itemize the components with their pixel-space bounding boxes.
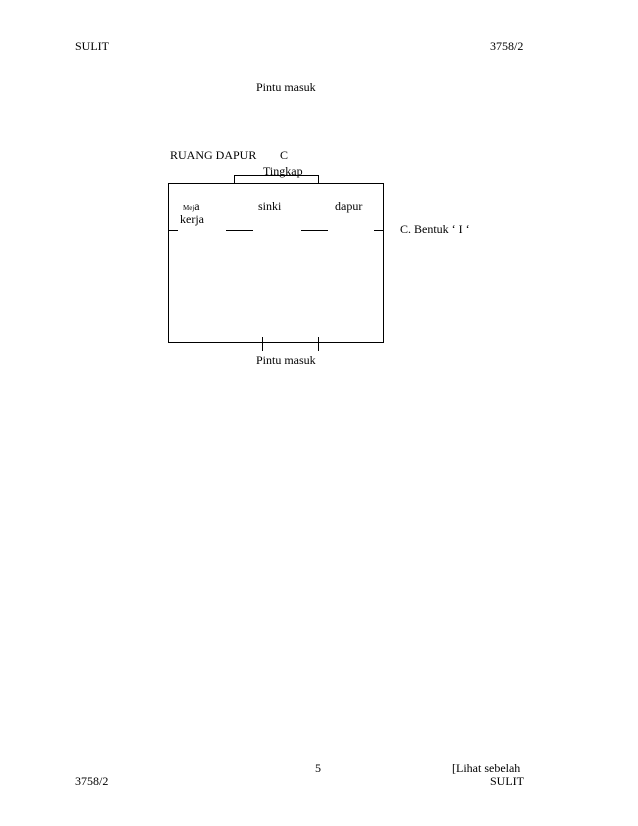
- top-door-label: Pintu masuk: [256, 80, 316, 94]
- sink-counter-line: [226, 230, 253, 231]
- footer-right-line1: [Lihat sebelah: [452, 761, 521, 775]
- worktable-label-line2: kerja: [180, 212, 204, 226]
- kitchen-room-outline: [168, 183, 384, 343]
- header-left: SULIT: [75, 39, 109, 53]
- right-wall-mark: [374, 230, 384, 231]
- stove-counter-line: [301, 230, 328, 231]
- layout-caption: C. Bentuk ‘ I ‘: [400, 222, 470, 236]
- door-mark-right: [318, 337, 319, 351]
- footer-right-line2: SULIT: [490, 774, 524, 788]
- window-bracket-top: [234, 175, 319, 176]
- window-bracket-right: [318, 175, 319, 184]
- diagram-letter: C: [280, 148, 289, 162]
- window-label: Tingkap: [263, 164, 303, 178]
- header-right: 3758/2: [490, 39, 524, 53]
- worktable-label-small: Mej: [183, 204, 195, 212]
- footer-left-code: 3758/2: [75, 774, 109, 788]
- worktable-label-rest: a: [194, 199, 200, 213]
- worktable-label: Meja: [183, 199, 200, 215]
- window-bracket-left: [234, 175, 235, 184]
- door-mark-left: [262, 337, 263, 351]
- bottom-door-label: Pintu masuk: [256, 353, 316, 367]
- page-number: 5: [315, 761, 321, 775]
- diagram-title: RUANG DAPUR: [170, 148, 257, 162]
- stove-label: dapur: [335, 199, 363, 213]
- left-wall-mark: [168, 230, 178, 231]
- sink-label: sinki: [258, 199, 282, 213]
